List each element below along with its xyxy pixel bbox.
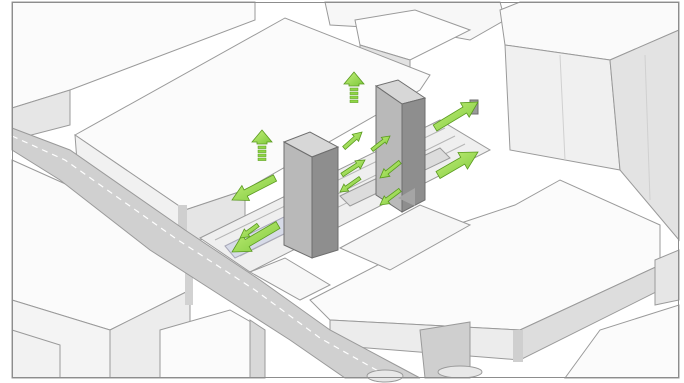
tower-left <box>284 132 338 258</box>
